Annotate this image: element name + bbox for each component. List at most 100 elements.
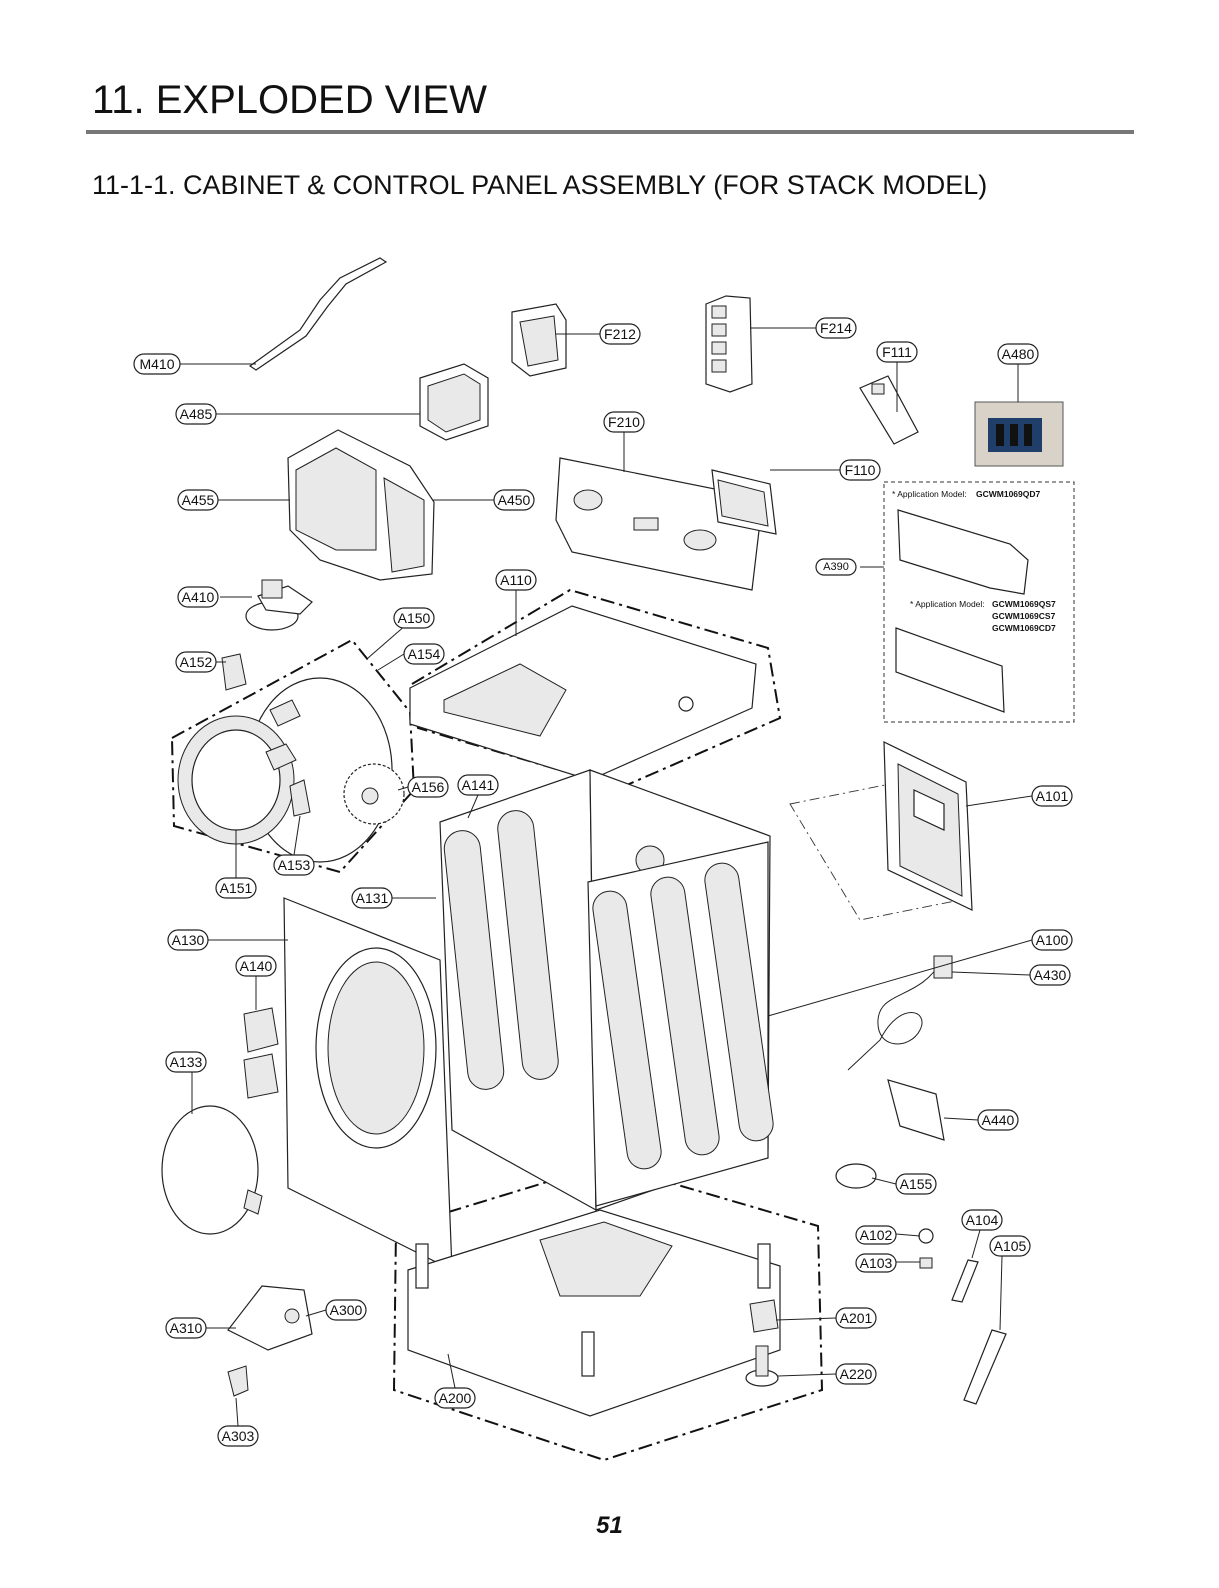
a100-cabinet-right: [587, 841, 774, 1207]
a152-hinge: [221, 653, 247, 691]
svg-text:F210: F210: [608, 414, 640, 430]
callout-f210: F210: [603, 411, 645, 433]
f210-control-panel: [555, 457, 761, 591]
svg-text:A130: A130: [172, 932, 205, 948]
f110-pcb: [711, 469, 777, 535]
callout-a133: A133: [165, 1051, 207, 1073]
svg-text:A133: A133: [170, 1054, 203, 1070]
leader-lines: [180, 327, 1033, 1427]
svg-text:A410: A410: [182, 589, 215, 605]
callout-a152: A152: [175, 651, 217, 673]
page-number: 51: [596, 1512, 623, 1539]
note-2-value-1: GCWM1069QS7: [992, 599, 1056, 609]
svg-text:A131: A131: [356, 890, 389, 906]
callout-a303: A303: [217, 1425, 259, 1447]
callout-a150: A150: [393, 607, 435, 629]
svg-text:A440: A440: [982, 1112, 1015, 1128]
svg-text:A450: A450: [498, 492, 531, 508]
a200-base: [407, 1209, 781, 1417]
callout-a440: A440: [977, 1109, 1019, 1131]
a440-noise-filter: [887, 1079, 945, 1141]
callout-a390: A390: [815, 558, 857, 576]
a201-leg-bracket: [749, 1299, 779, 1333]
callout-a100: A100: [1031, 929, 1073, 951]
callout-a450: A450: [493, 489, 535, 511]
svg-text:A105: A105: [994, 1238, 1027, 1254]
callout-a101: A101: [1031, 785, 1073, 807]
a102-part: [918, 1228, 934, 1244]
svg-text:F214: F214: [820, 320, 852, 336]
callout-a300: A300: [325, 1299, 367, 1321]
svg-text:A153: A153: [278, 857, 311, 873]
callout-f212: F212: [599, 323, 641, 345]
svg-text:A150: A150: [398, 610, 431, 626]
a485-board: [419, 363, 489, 441]
a103-part: [919, 1257, 933, 1269]
svg-text:A300: A300: [330, 1302, 363, 1318]
f212-dispenser-housing: [511, 303, 567, 377]
a410-motor: [245, 579, 313, 631]
callout-a104: A104: [961, 1209, 1003, 1231]
callout-a102: A102: [855, 1225, 897, 1245]
page-title: 11. EXPLODED VIEW: [92, 78, 487, 122]
svg-text:A480: A480: [1002, 346, 1035, 362]
callout-a105: A105: [989, 1235, 1031, 1257]
callout-a200: A200: [434, 1387, 476, 1409]
a430-power-cord: [847, 955, 953, 1071]
f214-button-strip: [705, 295, 753, 393]
svg-text:A100: A100: [1036, 932, 1069, 948]
callout-a155: A155: [895, 1173, 937, 1195]
a455-a450-pcb: [287, 429, 435, 581]
top-plate-outline: [410, 588, 782, 790]
callout-f214: F214: [815, 317, 857, 339]
a110-top-plate: [409, 605, 757, 781]
svg-text:A155: A155: [900, 1176, 933, 1192]
a130-front-panel: [283, 897, 453, 1271]
callout-a151: A151: [215, 877, 257, 899]
svg-text:F111: F111: [882, 344, 912, 360]
callout-a153: A153: [273, 854, 315, 876]
callout-a130: A130: [167, 929, 209, 951]
f111-knob-board: [859, 375, 919, 445]
cabinet-left-side: [439, 769, 597, 1212]
note-2-value-3: GCWM1069CD7: [992, 623, 1056, 633]
svg-text:A110: A110: [500, 572, 532, 588]
note-2-label: * Application Model:: [910, 599, 985, 609]
a390-bracket-bottom: [895, 627, 1005, 713]
svg-text:A455: A455: [182, 492, 215, 508]
a303-fitting: [227, 1365, 249, 1397]
svg-text:A103: A103: [860, 1255, 893, 1271]
callout-a485: A485: [175, 403, 217, 425]
m410-bracket: [248, 257, 388, 371]
svg-text:A152: A152: [180, 654, 213, 670]
svg-text:F110: F110: [845, 462, 876, 478]
callout-a220: A220: [835, 1363, 877, 1385]
a133-clamp-ring: [161, 1105, 263, 1235]
callout-a110: A110: [495, 569, 537, 591]
a105-damper: [963, 1329, 1007, 1405]
callout-a103: A103: [855, 1253, 897, 1273]
tub-front-outline: [170, 638, 416, 874]
svg-text:M410: M410: [139, 356, 174, 372]
a155-bushing: [835, 1163, 877, 1189]
callout-a480: A480: [997, 343, 1039, 365]
callout-a156: A156: [407, 776, 449, 798]
a480-module-photo: [974, 401, 1064, 467]
callout-a201: A201: [835, 1307, 877, 1329]
callout-a141: A141: [457, 774, 499, 796]
a220-leg: [745, 1345, 779, 1387]
title-rule: [86, 130, 1134, 134]
a156-part: [343, 763, 405, 825]
note-2-value-2: GCWM1069CS7: [992, 611, 1056, 621]
callout-a455: A455: [177, 489, 219, 511]
svg-text:A102: A102: [860, 1227, 893, 1243]
a101-rear-cover: [883, 741, 973, 911]
svg-text:A101: A101: [1036, 788, 1069, 804]
note-1-value: GCWM1069QD7: [976, 489, 1041, 499]
svg-text:A220: A220: [840, 1366, 873, 1382]
callout-m410: M410: [133, 353, 181, 375]
svg-text:A430: A430: [1034, 967, 1067, 983]
svg-text:A141: A141: [462, 777, 495, 793]
a104-shock-absorber: [951, 1259, 979, 1303]
a153-clip: [289, 779, 311, 817]
